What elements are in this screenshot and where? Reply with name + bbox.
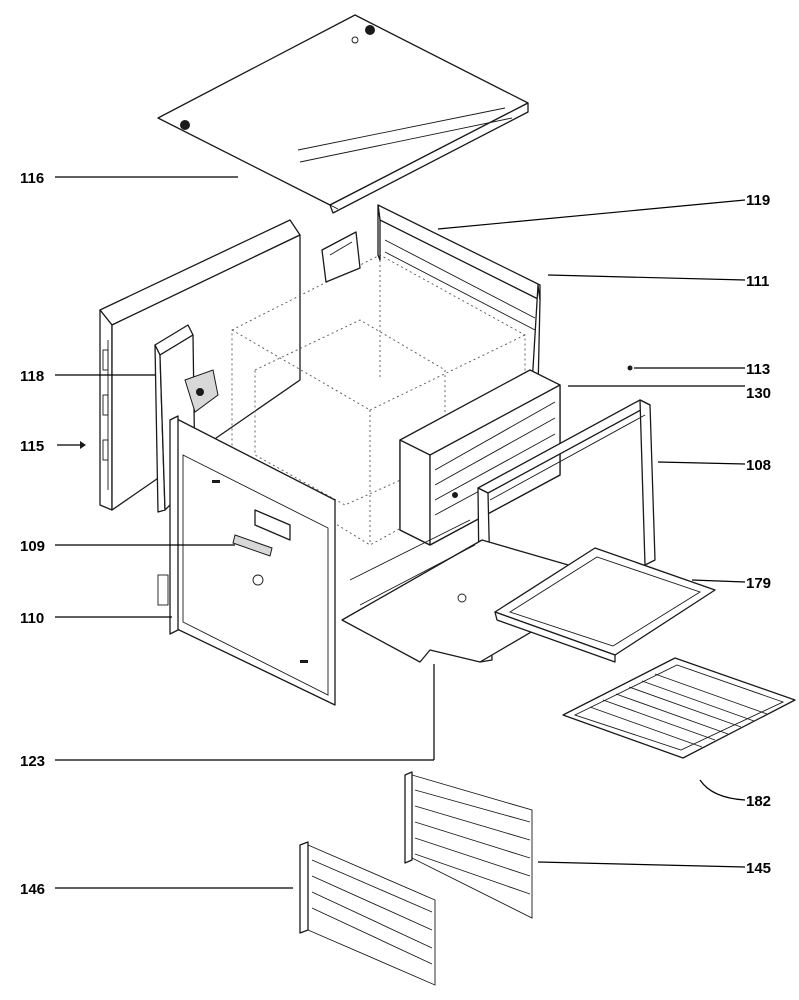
label-110: 110	[20, 610, 44, 627]
label-113: 113	[746, 361, 770, 378]
part-123-bottom-panel[interactable]	[341, 519, 621, 663]
leader-119	[437, 199, 746, 230]
label-118: 118	[20, 368, 44, 385]
part-small-bracket[interactable]	[321, 231, 361, 283]
part-110-front-frame[interactable]	[157, 415, 336, 706]
label-130: 130	[746, 385, 771, 402]
label-123: 123	[20, 753, 45, 770]
arrow-115	[80, 441, 86, 449]
marker-113	[627, 365, 633, 371]
label-111: 111	[746, 273, 769, 290]
label-145: 145	[746, 860, 771, 877]
part-111-back-frame[interactable]	[377, 204, 541, 391]
leader-111	[547, 274, 746, 281]
part-145-shelf-guide[interactable]	[404, 771, 533, 919]
label-179: 179	[746, 575, 771, 592]
leader-145	[537, 861, 746, 868]
part-labels: 116 119 111 113 118 130 115 108 109 179 …	[20, 170, 771, 898]
label-115: 115	[20, 438, 44, 455]
part-116-top-cover[interactable]	[157, 14, 529, 214]
leader-108	[657, 461, 746, 465]
label-119: 119	[746, 192, 770, 209]
part-179-tray[interactable]	[494, 547, 716, 663]
label-109: 109	[20, 538, 45, 555]
part-146-shelf-guide[interactable]	[299, 841, 436, 986]
leader-179	[691, 579, 746, 583]
leader-182	[699, 779, 746, 801]
leader-lines	[55, 176, 746, 889]
label-182: 182	[746, 793, 771, 810]
label-108: 108	[746, 457, 771, 474]
label-116: 116	[20, 170, 44, 187]
part-182-wire-rack[interactable]	[562, 657, 796, 759]
part-109-badge[interactable]	[232, 534, 273, 557]
label-146: 146	[20, 881, 45, 898]
part-130-cavity-front[interactable]	[399, 369, 561, 546]
